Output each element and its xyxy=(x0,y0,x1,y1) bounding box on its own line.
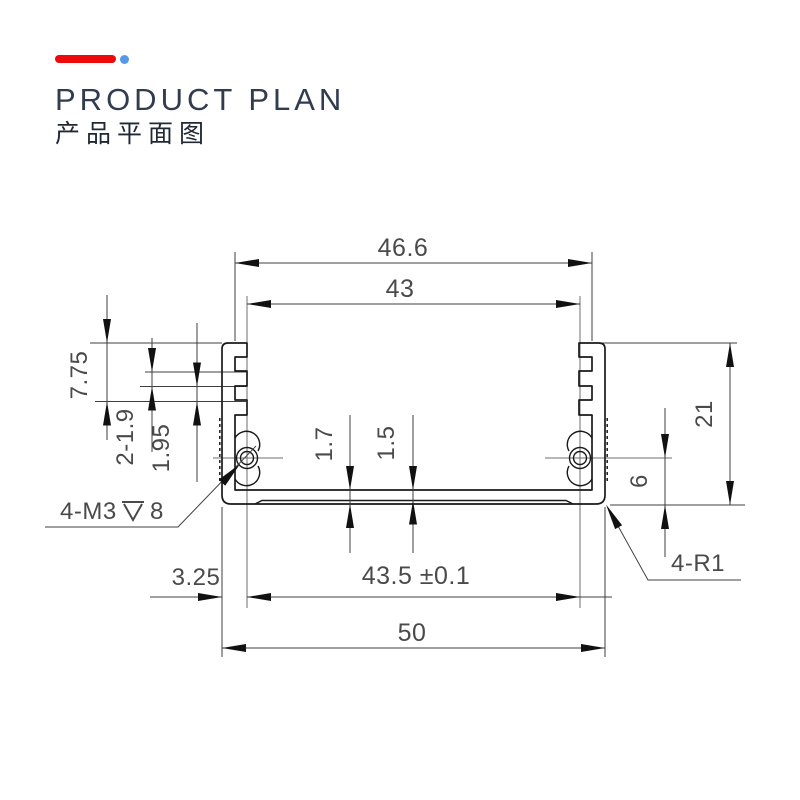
leader-tapped-holes: 4-M3 8 xyxy=(45,445,257,528)
dim-text-21: 21 xyxy=(691,400,718,428)
dim-floor-thickness-a: 1.7 xyxy=(311,415,354,553)
dim-top-inner-width: 43 xyxy=(247,275,580,308)
dim-text-43: 43 xyxy=(386,275,415,303)
page-title: PRODUCT PLAN xyxy=(55,82,346,117)
dim-text-6: 6 xyxy=(626,474,653,488)
header-accent xyxy=(55,54,345,66)
screw-boss-left xyxy=(234,430,261,487)
blue-accent-dot xyxy=(120,55,129,64)
dim-text-1-5: 1.5 xyxy=(373,426,400,461)
red-accent-bar xyxy=(55,55,116,63)
page-header: PRODUCT PLAN 产品平面图 xyxy=(55,54,345,147)
extension-lines xyxy=(90,252,745,657)
screw-boss-right xyxy=(566,430,593,487)
dim-text-2-1-9: 2-1.9 xyxy=(112,408,139,465)
dim-top-outer-width: 46.6 xyxy=(235,234,592,267)
label-screw-depth: 8 xyxy=(150,498,164,525)
dim-overall-height: 21 xyxy=(691,343,734,505)
page-subtitle-cn: 产品平面图 xyxy=(55,120,211,148)
label-corner-radius: 4-R1 xyxy=(671,550,725,577)
floor-recess-lines xyxy=(254,499,574,505)
dim-text-7-75: 7.75 xyxy=(66,351,93,400)
dim-text-1-95: 1.95 xyxy=(148,424,175,473)
dim-left-grooves: 2-1.9 xyxy=(112,338,156,466)
dim-edge-to-hole: 3.25 xyxy=(150,564,222,601)
dim-text-43-5: 43.5 ±0.1 xyxy=(362,562,471,590)
dim-left-tooth: 1.95 xyxy=(148,323,201,482)
label-screw-prefix: 4-M3 xyxy=(60,498,117,525)
leader-corner-radius: 4-R1 xyxy=(606,504,741,581)
dim-text-50: 50 xyxy=(398,619,427,647)
dim-boss-to-bottom: 6 xyxy=(626,408,669,557)
dim-hole-spacing: 43.5 ±0.1 xyxy=(247,562,612,601)
dim-text-1-7: 1.7 xyxy=(311,427,338,462)
dim-text-3-25: 3.25 xyxy=(172,564,221,591)
dim-text-46-6: 46.6 xyxy=(378,234,429,262)
enclosure-profile-outline xyxy=(221,342,606,505)
dim-bottom-outer-width: 50 xyxy=(222,619,605,652)
depth-symbol-icon xyxy=(122,501,144,523)
dim-floor-thickness-b: 1.5 xyxy=(373,415,417,553)
dim-left-fin-zone: 7.75 xyxy=(66,295,111,440)
